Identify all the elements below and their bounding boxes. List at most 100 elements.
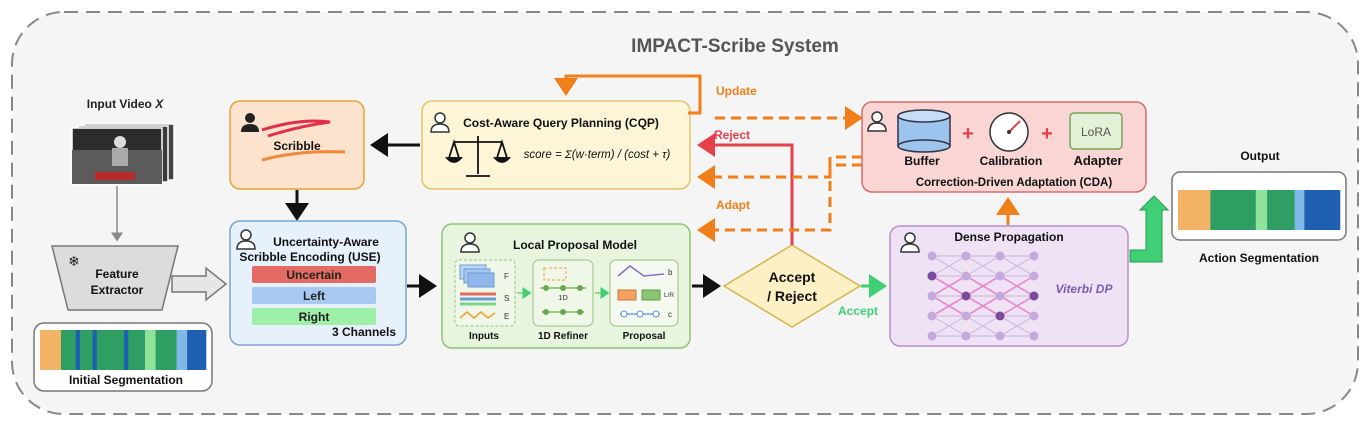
channel-left: [252, 287, 376, 304]
segment: [128, 330, 146, 370]
initial-segmentation-bar: [40, 330, 207, 370]
initial-segmentation-label: Initial Segmentation: [69, 373, 183, 387]
segment: [79, 330, 93, 370]
refiner-label: 1D Refiner: [538, 331, 588, 342]
signal-icon: [459, 311, 496, 319]
trellis-node: [995, 331, 1005, 341]
input-tag-e: E: [504, 312, 509, 321]
dense-title: Dense Propagation: [954, 230, 1063, 244]
output-label: Action Segmentation: [1199, 251, 1319, 265]
trellis-node: [1029, 331, 1039, 341]
refiner-box: [532, 259, 594, 327]
output-segment: [1210, 190, 1257, 230]
boundary-curve-icon: [617, 265, 665, 277]
channel-left-label: Left: [303, 289, 325, 303]
trellis-node: [1029, 291, 1039, 301]
cqp-formula: score = Σ(w·term) / (cost + τ): [524, 149, 671, 161]
segment: [187, 330, 207, 370]
refiner-tag: 1D: [558, 293, 568, 302]
trellis-node: [995, 311, 1005, 321]
plus-icon: +: [1041, 123, 1053, 145]
channel-right: [252, 308, 376, 325]
viterbi-trellis-icon: [927, 251, 1039, 341]
trellis-node: [1029, 251, 1039, 261]
cda-buffer-label: Buffer: [904, 154, 940, 168]
system-title: IMPACT-Scribe System: [631, 36, 839, 57]
refiner-window-icon: [543, 267, 567, 281]
lpm-title: Local Proposal Model: [513, 238, 637, 252]
trellis-node: [995, 251, 1005, 261]
reject-label: Reject: [714, 128, 750, 142]
output-segment: [1178, 190, 1211, 230]
segment: [176, 330, 188, 370]
trellis-node: [927, 311, 937, 321]
lora-text: LoRA: [1081, 125, 1111, 139]
update-arrow: [554, 74, 702, 115]
buffer-icon: [897, 109, 951, 153]
trellis-node: [927, 291, 937, 301]
input-tag-f: F: [504, 272, 509, 281]
output-segment: [1304, 190, 1341, 230]
use-title-line2: Scribble Encoding (USE): [239, 250, 380, 264]
use-title-line1: Uncertainty-Aware: [273, 235, 379, 249]
segment: [124, 330, 129, 370]
proposal-tag-b: b: [668, 268, 673, 277]
lpm-inputs-label: Inputs: [469, 331, 499, 342]
adapt-label: Adapt: [716, 198, 750, 212]
cqp-title: Cost-Aware Query Planning (CQP): [463, 116, 659, 130]
dense-algo: Viterbi DP: [1056, 282, 1114, 296]
trellis-node: [995, 271, 1005, 281]
trellis-node: [927, 271, 937, 281]
scribble-stroke-icon: [261, 119, 331, 138]
segment: [145, 330, 156, 370]
trellis-node: [1029, 271, 1039, 281]
plus-icon: +: [962, 123, 974, 145]
use-footer: 3 Channels: [332, 325, 396, 339]
proposal-label: Proposal: [623, 331, 666, 342]
user-icon: [241, 113, 259, 132]
trellis-node: [927, 331, 937, 341]
segment: [75, 330, 81, 370]
segment: [155, 330, 177, 370]
channel-uncertain-label: Uncertain: [286, 268, 341, 282]
channel-right-label: Right: [299, 310, 330, 324]
trellis-node: [961, 291, 971, 301]
decision-line1: Accept: [769, 269, 816, 285]
update-label: Update: [716, 84, 757, 98]
cda-adapter-label: Adapter: [1073, 153, 1122, 168]
scribble-box: [229, 100, 365, 190]
segment: [40, 330, 62, 370]
feature-extractor-line1: Feature: [95, 267, 139, 281]
input-tag-s: S: [504, 294, 509, 303]
output-segmentation-bar: [1178, 190, 1341, 230]
video-frames-icon: [71, 123, 175, 185]
lora-chip-icon: [1069, 112, 1123, 150]
trellis-node: [961, 251, 971, 261]
cqp-box: [421, 100, 691, 190]
segment: [92, 330, 98, 370]
decision-line2: / Reject: [767, 288, 817, 304]
proposal-tag-c: c: [668, 310, 672, 319]
reject-arrow: [697, 133, 794, 245]
decision-diamond: [722, 244, 862, 328]
proposal-tag-lr: L/R: [664, 292, 674, 299]
gauge-icon: [989, 112, 1029, 152]
output-segment: [1267, 190, 1295, 230]
trellis-node: [1029, 311, 1039, 321]
adapt-to-lpm-arrow: [697, 163, 862, 242]
feature-extractor-line2: Extractor: [91, 283, 144, 297]
snowflake-icon: ❄: [68, 253, 80, 269]
trellis-node: [961, 271, 971, 281]
balance-scale-icon: [445, 136, 511, 177]
trellis-node: [927, 251, 937, 261]
channel-uncertain: [252, 266, 376, 283]
segment: [96, 330, 125, 370]
input-video-label: Input Video X: [87, 97, 164, 111]
output-title: Output: [1240, 149, 1279, 163]
scribble-stroke-icon-2: [261, 150, 346, 162]
trellis-node: [961, 331, 971, 341]
trellis-node: [995, 291, 1005, 301]
output-segment: [1255, 190, 1268, 230]
